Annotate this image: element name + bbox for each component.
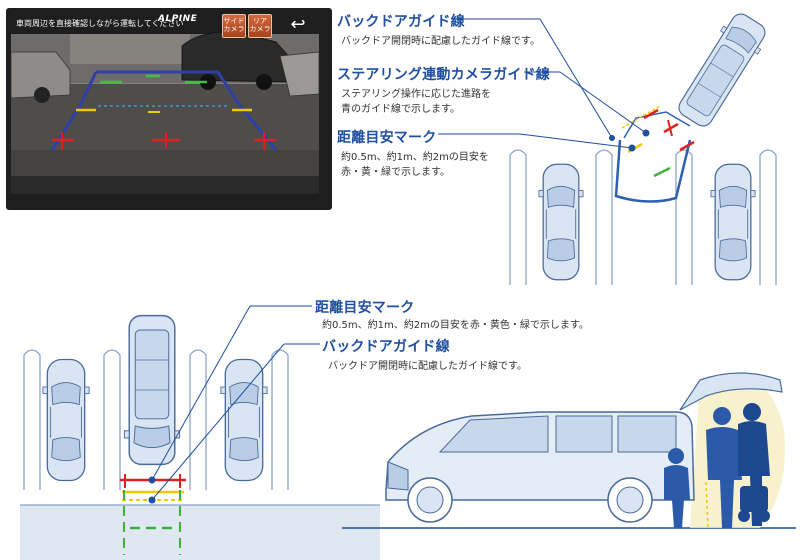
annotation-title-backdoor-guide: バックドアガイド線 xyxy=(337,14,465,30)
annotation-title-backdoor-guide-bottom: バックドアガイド線 xyxy=(322,339,450,355)
leader-lines-bottom xyxy=(151,305,320,501)
annotation-desc-distance-mark-1: 約0.5m、約1m、約2mの目安を xyxy=(341,152,489,163)
parking-lot-top xyxy=(509,7,777,285)
annotation-desc-steering-guide-1: ステアリング操作に応じた進路を xyxy=(341,89,491,100)
rear-camera-label: リア カメラ xyxy=(249,17,271,33)
annotation-title-distance-mark-bottom: 距離目安マーク xyxy=(315,300,415,316)
side-camera-button[interactable]: サイド カメラ xyxy=(222,14,246,38)
brand-logo: ALPINE xyxy=(158,14,198,24)
camera-screen xyxy=(6,8,332,210)
annotation-desc-backdoor-guide-bottom: バックドア開閉時に配慮したガイド線です。 xyxy=(328,361,527,372)
screen-warning-text: 車両周辺を直接確認しながら運転してください xyxy=(16,19,184,28)
annotation-title-distance-mark: 距離目安マーク xyxy=(337,130,437,146)
van-side-view xyxy=(342,372,796,529)
parking-lot-bottom xyxy=(20,314,380,560)
leader-lines-top xyxy=(438,18,647,149)
side-camera-label: サイド カメラ xyxy=(223,17,245,33)
return-arrow-icon[interactable]: ↩ xyxy=(290,14,306,35)
rear-camera-button[interactable]: リア カメラ xyxy=(248,14,272,38)
people-silhouettes xyxy=(664,403,770,528)
annotation-title-steering-guide: ステアリング連動カメラガイド線 xyxy=(337,67,550,83)
annotation-desc-steering-guide-2: 青のガイド線で示します。 xyxy=(341,104,460,115)
annotation-desc-backdoor-guide: バックドア開閉時に配慮したガイド線です。 xyxy=(341,36,540,47)
annotation-desc-distance-mark-2: 赤・黄・緑で示します。 xyxy=(341,167,450,178)
annotation-desc-distance-mark-bottom: 約0.5m、約1m、約2mの目安を赤・黄色・緑で示します。 xyxy=(322,320,589,331)
